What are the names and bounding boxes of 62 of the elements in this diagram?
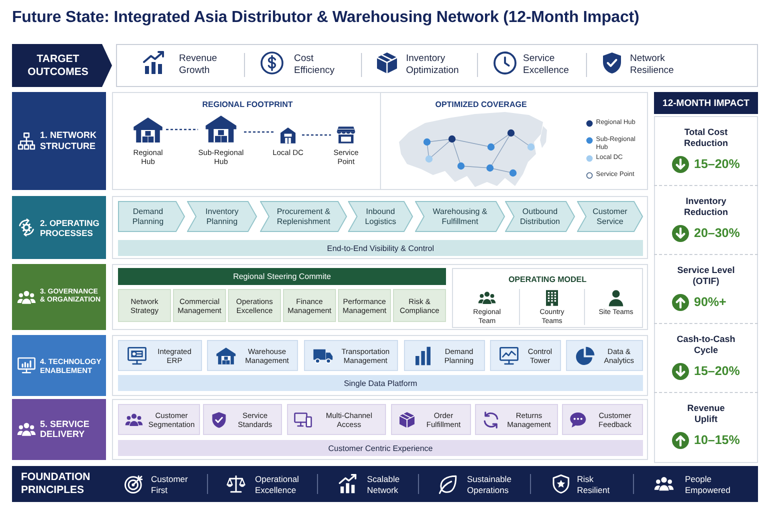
outcome-label: Service Excellence bbox=[523, 53, 570, 76]
panel-heading: OPERATING MODEL bbox=[507, 275, 588, 284]
service-tile bbox=[203, 404, 282, 435]
outcome-label: Inventory Optimization bbox=[406, 53, 460, 76]
service-tile bbox=[475, 404, 558, 435]
metric-label: Revenue Uplift bbox=[686, 403, 726, 425]
outcome-label: Cost Efficiency bbox=[294, 53, 336, 76]
outcomes-tab: TARGET OUTCOMES bbox=[12, 44, 112, 87]
committee-banner: Regional Steering Commite bbox=[118, 268, 446, 285]
system-tile bbox=[304, 340, 398, 371]
principle-label: Operational Excellence bbox=[255, 474, 300, 495]
service-tile bbox=[562, 404, 643, 435]
metric-label: Total Cost Reduction bbox=[683, 127, 729, 149]
system-tile bbox=[207, 340, 298, 371]
section-header-block bbox=[12, 92, 106, 190]
system-tile bbox=[118, 340, 202, 371]
outcome-label: Revenue Growth bbox=[179, 53, 218, 76]
operating-model-panel bbox=[452, 268, 643, 328]
principle-label: People Empowered bbox=[685, 474, 732, 495]
metric-value: 15–20% bbox=[694, 363, 740, 380]
outcome-label: Network Resilience bbox=[630, 53, 675, 76]
service-tile bbox=[391, 404, 471, 435]
system-tile bbox=[404, 340, 485, 371]
principle-label: Scalable Network bbox=[367, 474, 401, 495]
principle-label: Sustainable Operations bbox=[467, 474, 512, 495]
section-header-block bbox=[12, 196, 106, 259]
band-title: FOUNDATION PRINCIPLES bbox=[21, 471, 92, 497]
metric-label: Inventory Reduction bbox=[683, 196, 729, 218]
principle-label: Customer First bbox=[151, 474, 189, 495]
coverage-panel bbox=[380, 92, 648, 190]
dotted-connector-line bbox=[244, 131, 274, 133]
process-step: Warehousing & Fulfillment bbox=[415, 201, 505, 232]
process-step: Procurement & Replenishment bbox=[260, 201, 347, 232]
impact-header: 12-MONTH IMPACT bbox=[654, 92, 758, 114]
section-title: 5. SERVICE DELIVERY bbox=[40, 418, 90, 440]
panel-heading: OPTIMIZED COVERAGE bbox=[434, 100, 528, 109]
dotted-connector-line bbox=[302, 134, 331, 136]
metric-value: 90%+ bbox=[694, 294, 726, 311]
service-tile bbox=[287, 404, 386, 435]
section-title: 1. NETWORK STRUCTURE bbox=[40, 130, 98, 152]
metric-label: Cash-to-Cash Cycle bbox=[676, 334, 736, 356]
section-header-block bbox=[12, 399, 106, 460]
footprint-panel bbox=[112, 92, 381, 190]
section-header-block bbox=[12, 264, 106, 330]
page-title: Future State: Integrated Asia Distributor & Warehousing Network (12-Month Impact) bbox=[12, 9, 640, 27]
system-tile bbox=[566, 340, 643, 371]
service-tile bbox=[118, 404, 200, 435]
section-title: 2. OPERATING PROCESSES bbox=[40, 217, 100, 238]
metric-label: Service Level (OTIF) bbox=[676, 265, 736, 287]
principle-label: Risk Resilient bbox=[577, 474, 611, 495]
banner-bar: End-to-End Visibility & Control bbox=[118, 240, 643, 256]
metric-value: 20–30% bbox=[694, 225, 740, 242]
dotted-connector-line bbox=[166, 128, 198, 130]
section-header-block bbox=[12, 335, 106, 396]
metric-value: 10–15% bbox=[694, 432, 740, 449]
foundation-band bbox=[12, 466, 758, 502]
banner-bar: Single Data Platform bbox=[118, 375, 643, 391]
process-step: Demand Planning bbox=[118, 201, 185, 232]
system-tile bbox=[490, 340, 561, 371]
panel-heading: REGIONAL FOOTPRINT bbox=[201, 100, 294, 109]
metric-value: 15–20% bbox=[694, 156, 740, 173]
banner-bar: Customer Centric Experience bbox=[118, 440, 643, 456]
